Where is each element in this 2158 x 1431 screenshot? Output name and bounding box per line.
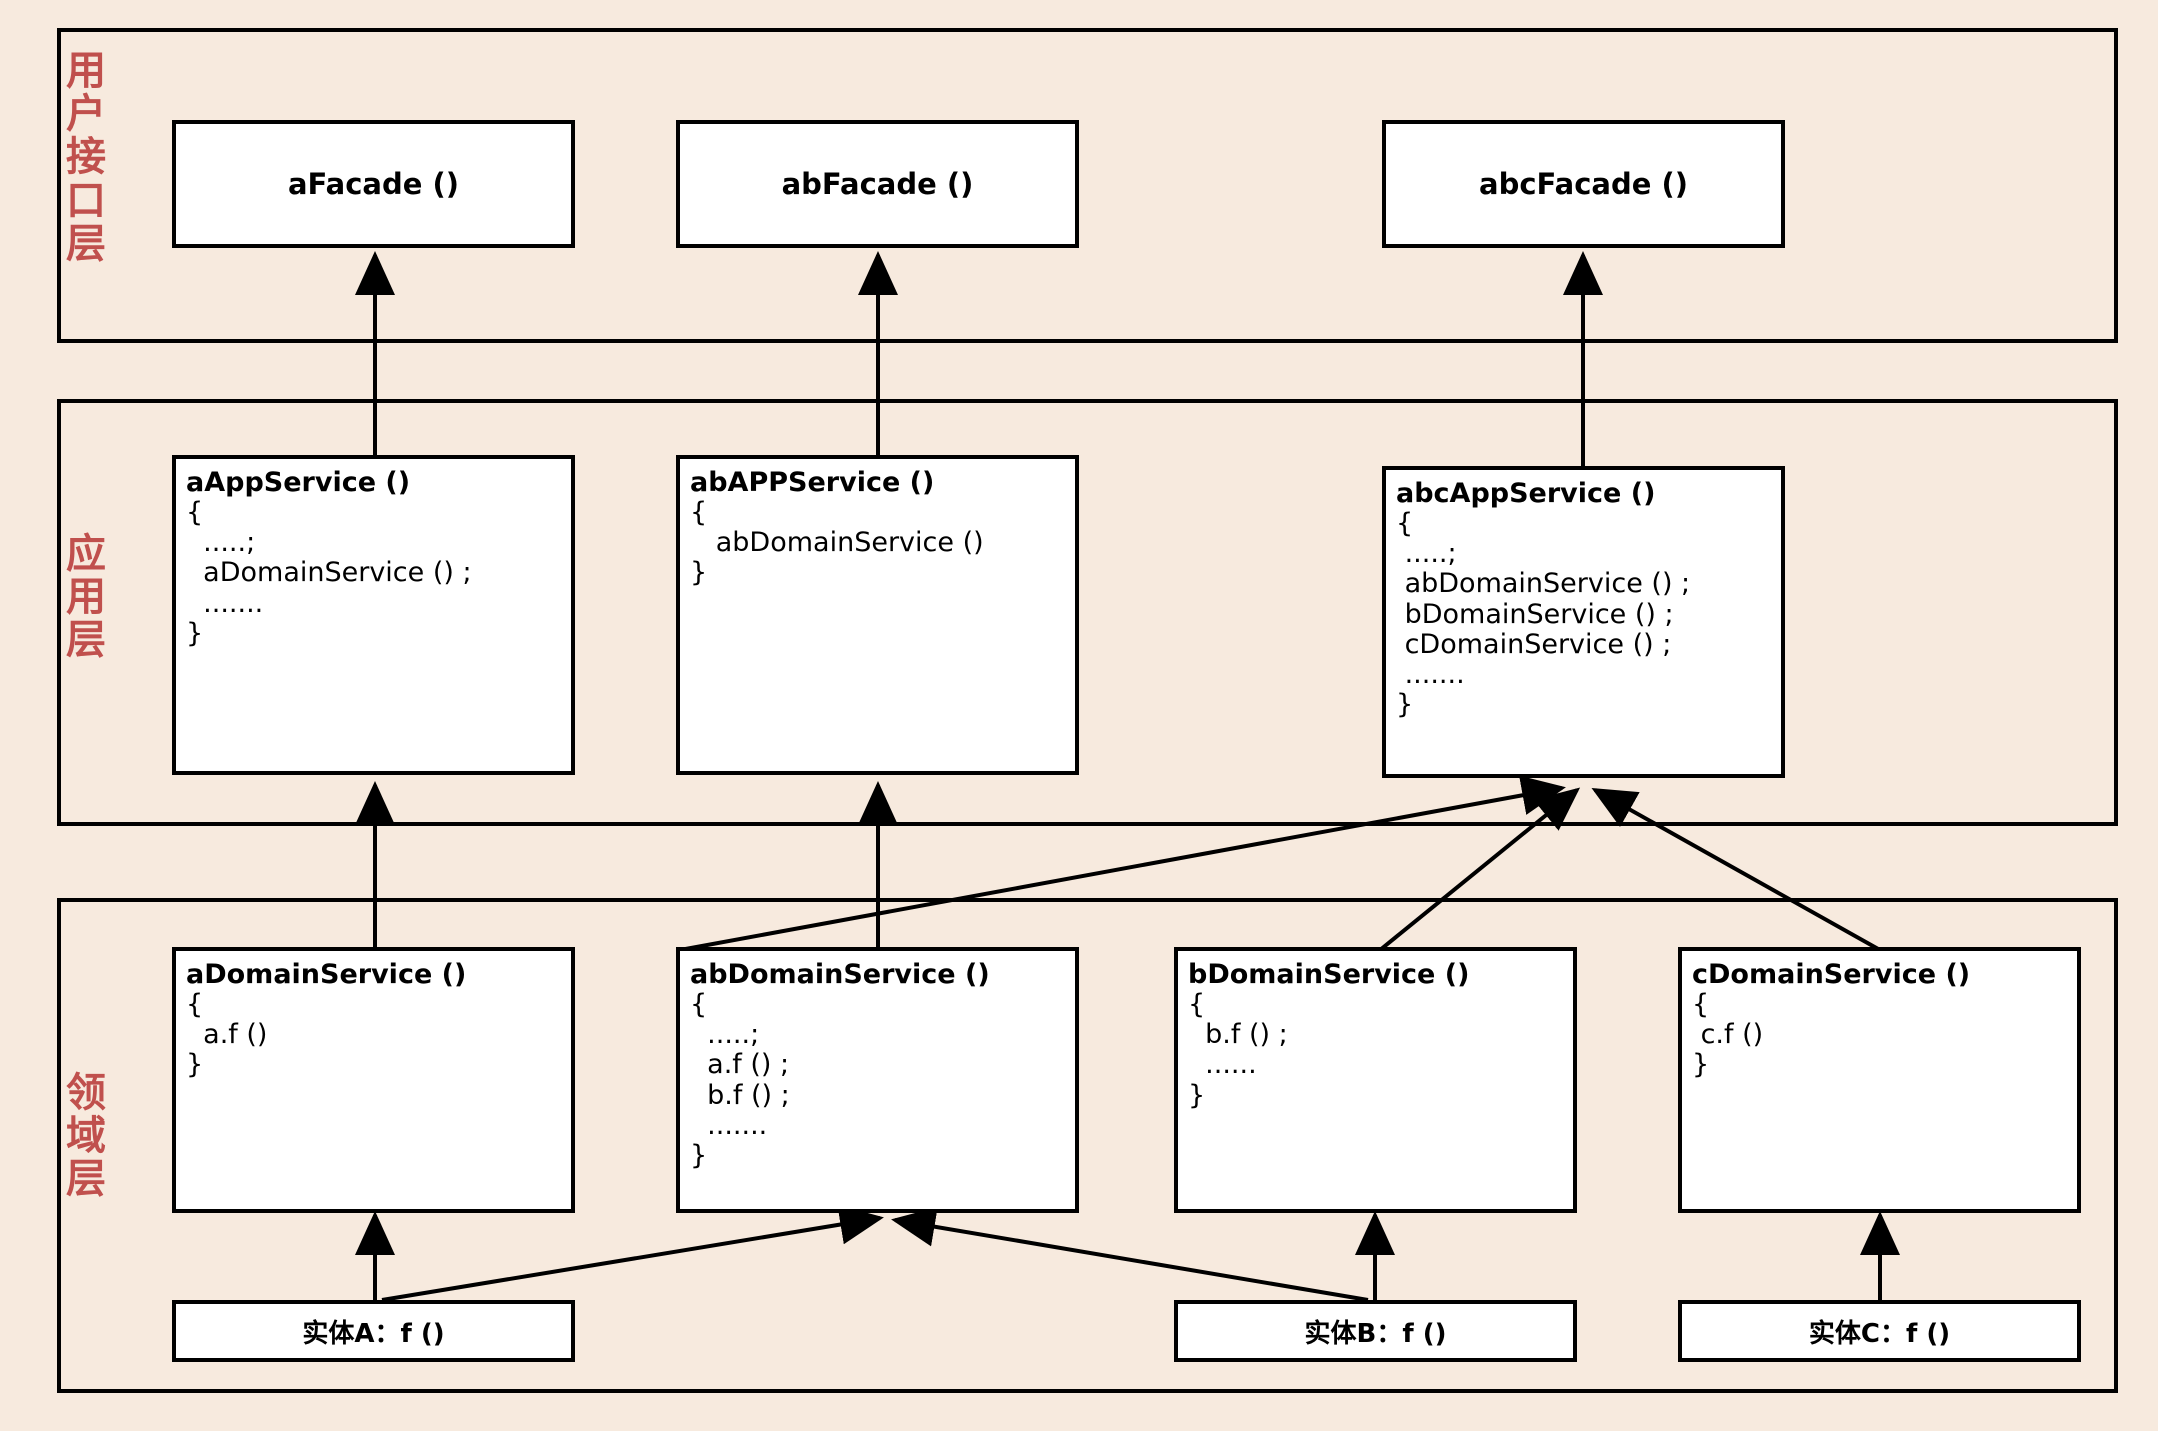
node-entity-a[interactable]: 实体A：f () — [172, 1300, 575, 1362]
node-body: { .....; a.f () ; b.f () ; ....... } — [690, 989, 790, 1172]
node-title: 实体A：f () — [302, 1318, 445, 1349]
layer-label-domain: 领域层 — [66, 1070, 106, 1203]
node-title: 实体B：f () — [1304, 1318, 1447, 1349]
node-title: aDomainService () — [186, 959, 467, 990]
node-title: cDomainService () — [1692, 959, 1971, 990]
node-a-app-service[interactable]: aAppService () { .....; aDomainService (… — [172, 455, 575, 775]
node-title: abDomainService () — [690, 959, 990, 990]
node-abc-facade[interactable]: abcFacade () — [1382, 120, 1785, 248]
node-title: abcAppService () — [1396, 478, 1656, 509]
layer-label-ui: 用户接口层 — [66, 48, 106, 267]
node-body: { b.f () ; ...... } — [1188, 989, 1288, 1111]
node-title: aAppService () — [186, 467, 411, 498]
node-a-facade[interactable]: aFacade () — [172, 120, 575, 248]
node-ab-facade[interactable]: abFacade () — [676, 120, 1079, 248]
node-entity-b[interactable]: 实体B：f () — [1174, 1300, 1577, 1362]
node-title: aFacade () — [287, 167, 460, 201]
node-a-domain-service[interactable]: aDomainService () { a.f () } — [172, 947, 575, 1213]
node-entity-c[interactable]: 实体C：f () — [1678, 1300, 2081, 1362]
node-c-domain-service[interactable]: cDomainService () { c.f () } — [1678, 947, 2081, 1213]
node-title: bDomainService () — [1188, 959, 1470, 990]
node-body: { .....; aDomainService () ; ....... } — [186, 497, 472, 649]
node-b-domain-service[interactable]: bDomainService () { b.f () ; ...... } — [1174, 947, 1577, 1213]
node-body: { abDomainService () } — [690, 497, 984, 589]
node-title: abFacade () — [781, 167, 974, 201]
node-title: abAPPService () — [690, 467, 935, 498]
node-title: 实体C：f () — [1808, 1318, 1951, 1349]
node-ab-domain-service[interactable]: abDomainService () { .....; a.f () ; b.f… — [676, 947, 1079, 1213]
node-body: { a.f () } — [186, 989, 268, 1081]
layer-label-app: 应用层 — [66, 531, 106, 664]
node-abc-app-service[interactable]: abcAppService () { .....; abDomainServic… — [1382, 466, 1785, 778]
node-ab-app-service[interactable]: abAPPService () { abDomainService () } — [676, 455, 1079, 775]
node-body: { .....; abDomainService () ; bDomainSer… — [1396, 508, 1691, 721]
node-title: abcFacade () — [1479, 167, 1688, 201]
node-body: { c.f () } — [1692, 989, 1764, 1081]
layer-container-ui — [57, 28, 2118, 343]
